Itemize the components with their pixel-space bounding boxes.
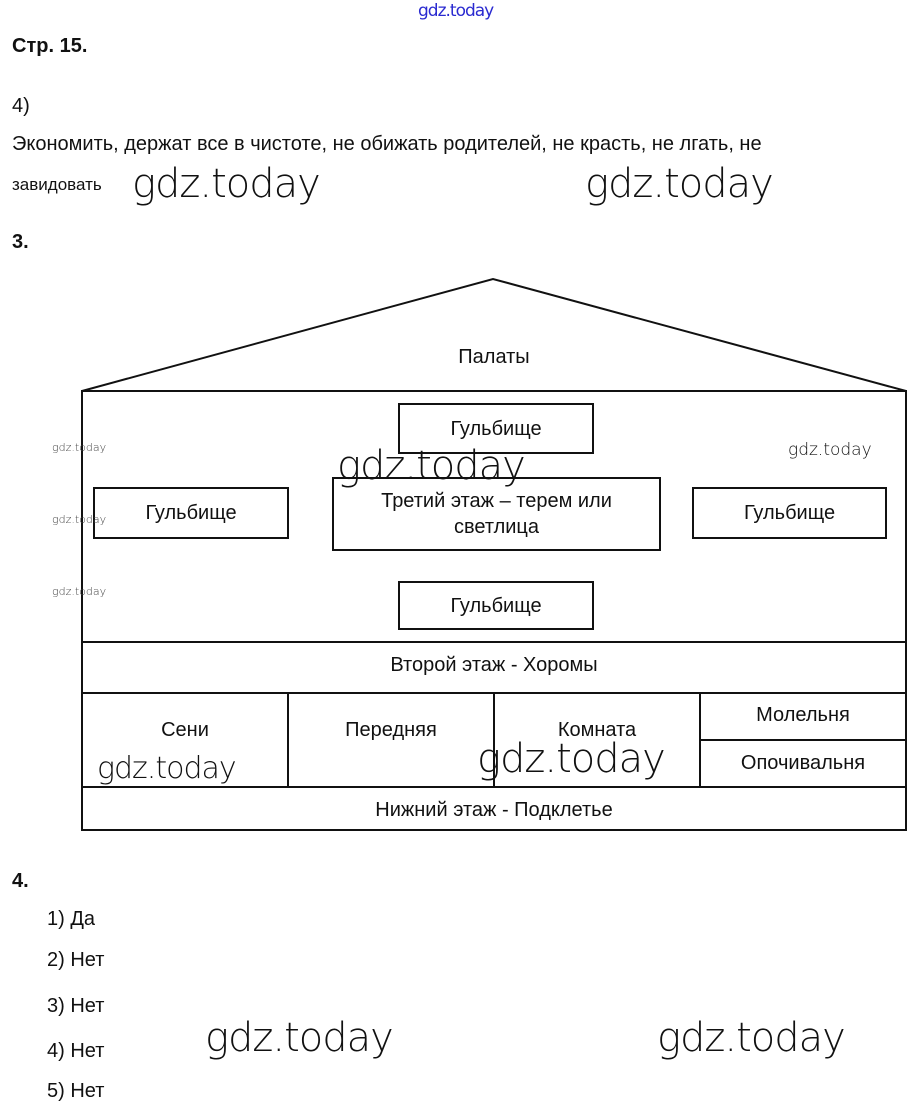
section-number: 3. (12, 231, 29, 253)
room-opochivalnya: Опочивальня (740, 752, 866, 774)
watermark: gdz.today (337, 443, 526, 489)
watermark-top: gdz.today (418, 1, 494, 21)
watermark: gdz.today (477, 736, 666, 782)
watermark: gdz.today (585, 161, 774, 207)
room-seni: Сени (161, 719, 209, 741)
watermark: gdz.today (132, 161, 321, 207)
third-floor-line2: светлица (454, 516, 539, 538)
section-number: 4) (12, 95, 30, 117)
room-komnata: Комната (557, 719, 637, 741)
gulbishche-bottom: Гульбище (398, 581, 594, 630)
watermark: gdz.today (97, 751, 237, 786)
third-floor-box: Третий этаж – терем или светлица (332, 477, 661, 551)
answer-text-line2: завидовать (12, 175, 102, 194)
watermark: gdz.today (205, 1015, 394, 1061)
answer-item: 5) Нет (47, 1080, 105, 1102)
page-label: Стр. 15. (12, 35, 88, 57)
second-floor-label: Второй этаж - Хоромы (390, 654, 598, 676)
answer-item: 3) Нет (47, 995, 105, 1017)
third-floor-line1: Третий этаж – терем или (381, 490, 612, 512)
room-perednyaya: Передняя (345, 719, 437, 741)
answer-item: 4) Нет (47, 1040, 105, 1062)
watermark: gdz.today (52, 441, 107, 454)
ground-floor-label: Нижний этаж - Подклетье (375, 799, 613, 821)
watermark: gdz.today (52, 513, 107, 526)
watermark: gdz.today (788, 440, 872, 460)
section-number: 4. (12, 870, 29, 892)
gulbishche-right: Гульбище (692, 487, 887, 539)
room-molelnya: Молельня (756, 704, 850, 726)
answer-item: 1) Да (47, 908, 96, 930)
gulbishche-left: Гульбище (93, 487, 289, 539)
watermark: gdz.today (52, 585, 107, 598)
answer-item: 2) Нет (47, 949, 105, 971)
watermark: gdz.today (657, 1015, 846, 1061)
answer-text-line1: Экономить, держат все в чистоте, не обиж… (12, 133, 762, 155)
gulbishche-top: Гульбище (398, 403, 594, 454)
roof-label: Палаты (458, 346, 530, 368)
